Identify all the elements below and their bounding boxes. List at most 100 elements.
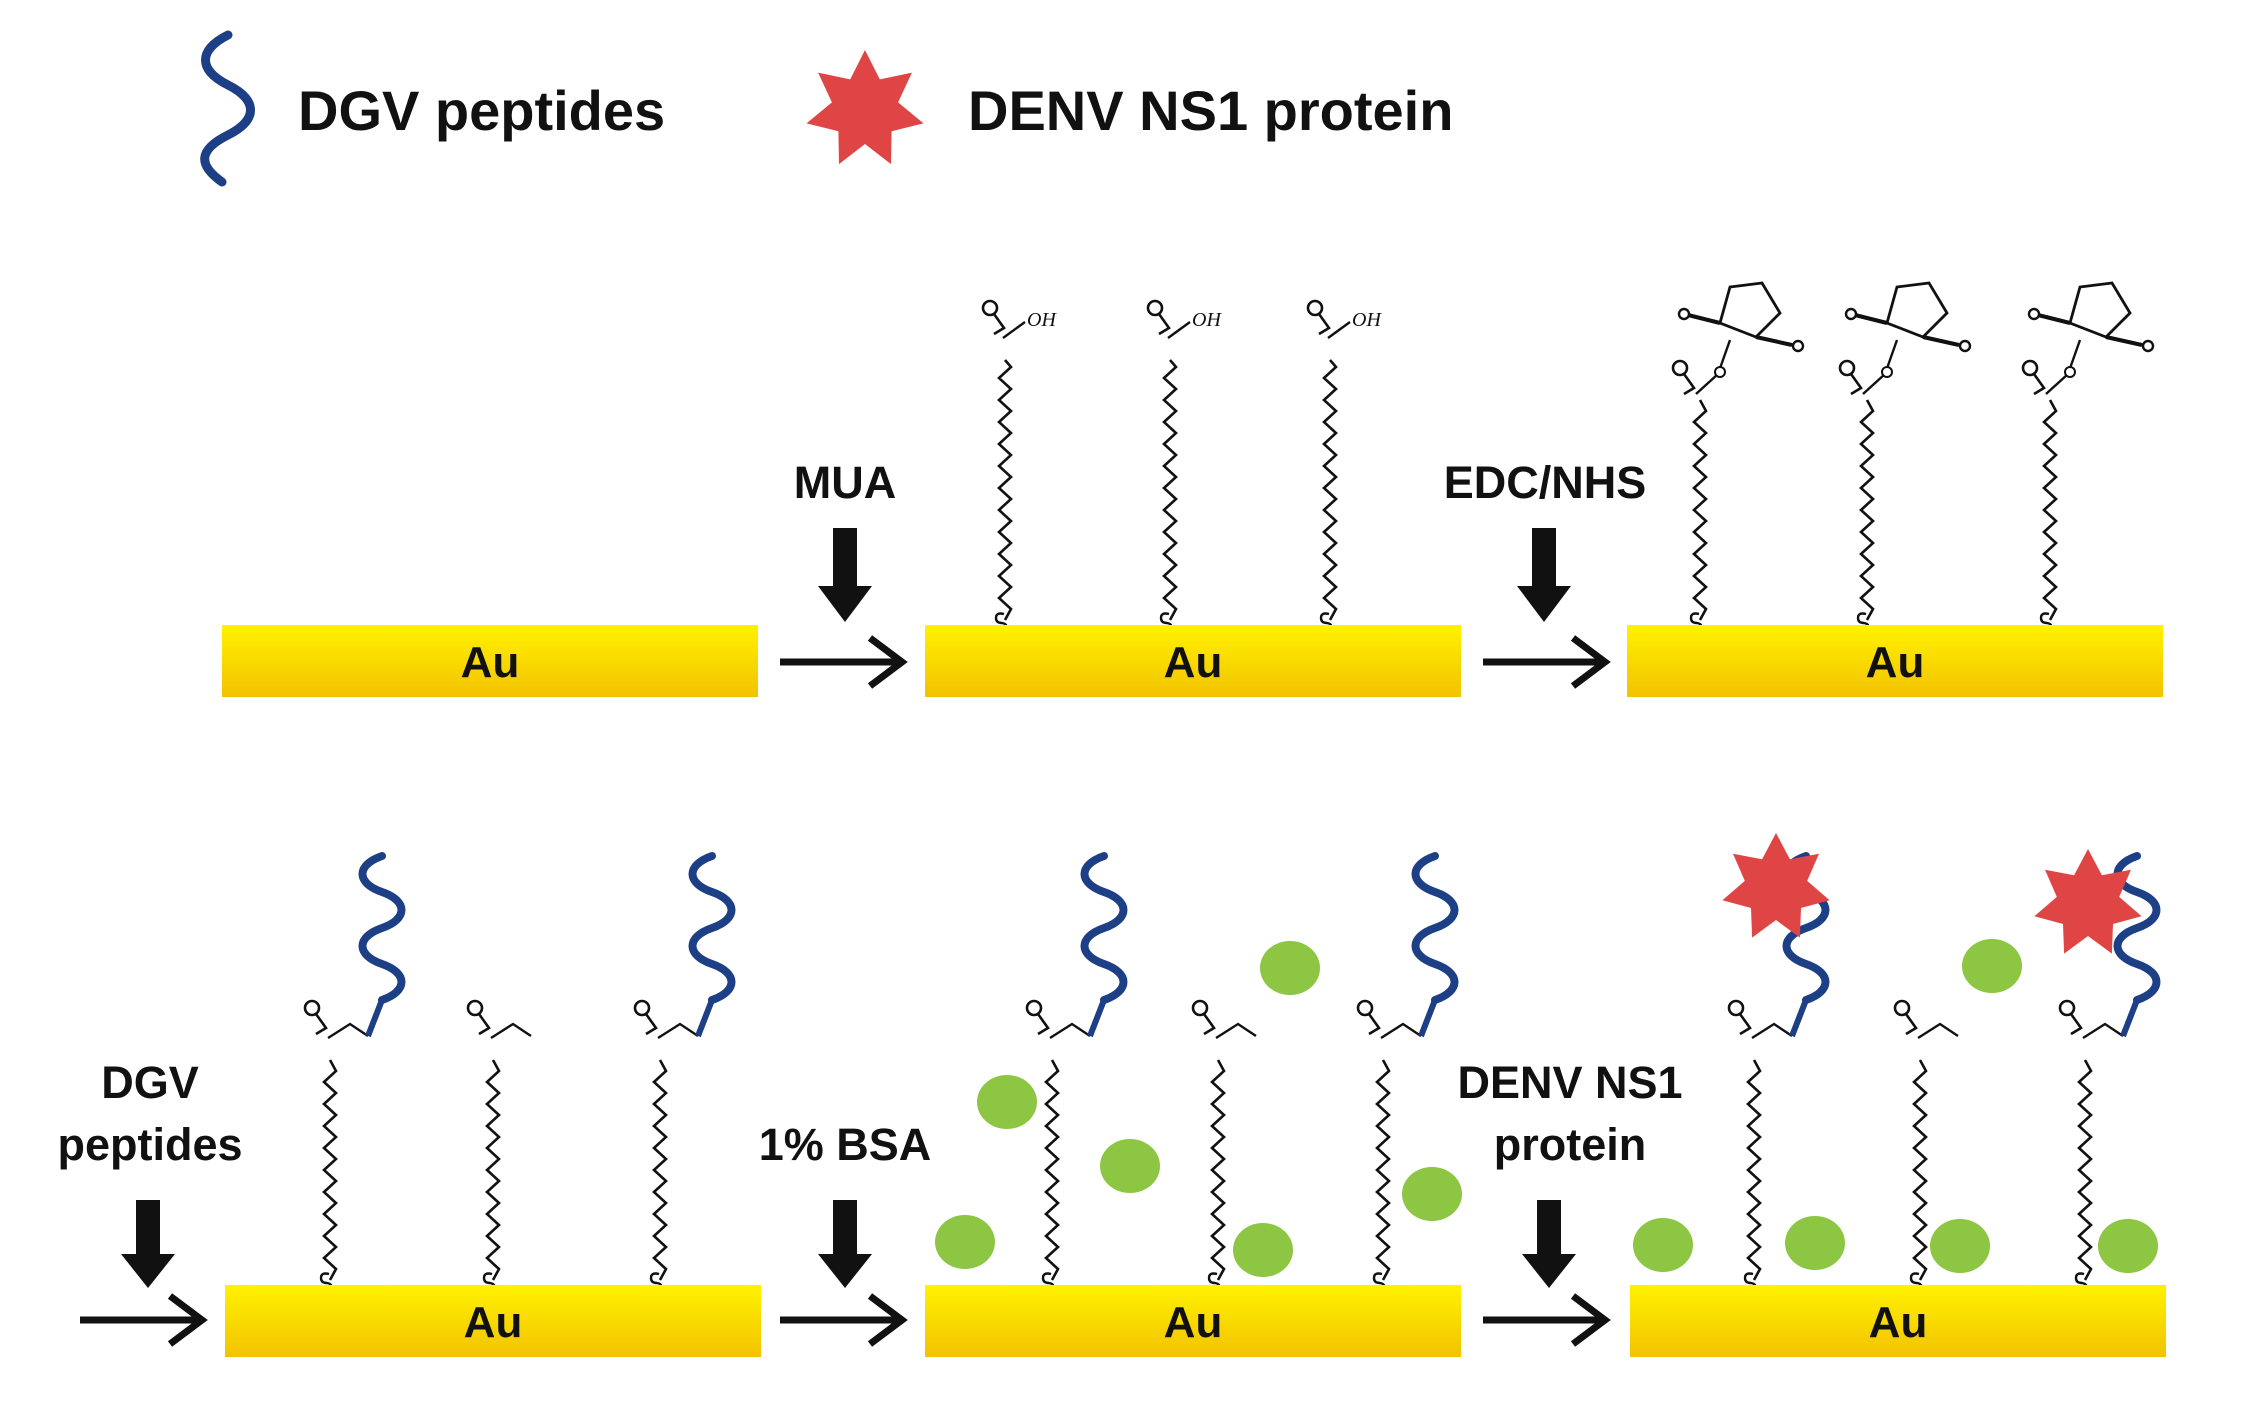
alkyl-chain: [1210, 1059, 1226, 1281]
ester-oxygen: [2064, 366, 2076, 378]
right-arrow-icon: [780, 635, 908, 689]
carbon-atom: [1682, 373, 1696, 396]
au-label: Au: [1869, 1298, 1928, 1347]
amide-bond: [1215, 1022, 1257, 1040]
imide-carbonyl: [1854, 313, 1888, 325]
imide-carbonyl: [2105, 335, 2143, 347]
bsa-blocker: [1962, 939, 2022, 993]
carbon-atom: [992, 313, 1006, 336]
carbonyl-oxygen: [981, 299, 999, 317]
step-denv-ns1: DENV NS1 protein: [1457, 1057, 1683, 1347]
carbonyl-oxygen: [2021, 359, 2039, 377]
amide-bond: [327, 1022, 369, 1040]
carbon-atom: [1849, 373, 1863, 396]
down-arrow-icon: [818, 528, 872, 622]
carbonyl-oxygen: [466, 999, 484, 1017]
alkyl-chain: [1162, 359, 1178, 621]
right-arrow-icon: [80, 1293, 208, 1347]
down-arrow-icon: [1522, 1200, 1576, 1288]
ester-bond: [1695, 339, 1732, 395]
amide-bond: [490, 1022, 532, 1040]
succinimide-ring: [1718, 281, 1782, 339]
ns1-protein-star: [1722, 833, 1830, 938]
alkyl-chain: [1044, 1059, 1060, 1281]
protein-legend-icon: [806, 50, 924, 165]
carbon-atom: [1367, 1013, 1381, 1036]
carbon-atom: [314, 1013, 328, 1036]
imide-oxygen: [1958, 339, 1972, 353]
alkyl-chain: [2042, 399, 2058, 621]
alkyl-chain: [485, 1059, 501, 1281]
bsa-blocker: [1633, 1218, 1693, 1272]
hydroxyl-label: OH: [1352, 309, 1382, 331]
peptide-link: [1418, 998, 1438, 1038]
step-label-dgv-line2: peptides: [57, 1119, 242, 1170]
amide-bond: [2082, 1022, 2124, 1040]
right-arrow-icon: [1483, 1293, 1611, 1347]
bsa-blocker: [1785, 1216, 1845, 1270]
legend-protein-label: DENV NS1 protein: [968, 79, 1453, 142]
ns1-protein-star: [2034, 849, 2142, 954]
carbon-atom: [1904, 1013, 1918, 1036]
bsa-blocker: [1233, 1223, 1293, 1277]
peptide-link: [695, 998, 715, 1038]
step-label-edc-nhs: EDC/NHS: [1444, 457, 1647, 508]
ester-oxygen: [1714, 366, 1726, 378]
au-label: Au: [1164, 1298, 1223, 1347]
row-2: DGV peptides Au 1% BSA: [57, 833, 2166, 1357]
alkyl-chain: [1692, 399, 1708, 621]
carbonyl-oxygen: [633, 999, 651, 1017]
imide-oxygen: [1844, 307, 1858, 321]
down-arrow-icon: [818, 1200, 872, 1288]
dgv-peptide: [1080, 852, 1128, 1004]
panel-nhs: Au: [1627, 281, 2163, 697]
captured-protein-monolayer: [1633, 833, 2161, 1293]
peptide-link: [1087, 998, 1107, 1038]
right-arrow-icon: [780, 1293, 908, 1347]
carbon-atom: [477, 1013, 491, 1036]
dgv-peptide: [688, 852, 736, 1004]
imide-carbonyl: [1922, 335, 1960, 347]
alkyl-chain: [997, 359, 1013, 621]
step-label-mua: MUA: [794, 457, 896, 508]
succinimide-ring: [1885, 281, 1949, 339]
ester-bond: [1862, 339, 1899, 395]
amide-bond: [1917, 1022, 1959, 1040]
alkyl-chain: [1746, 1059, 1762, 1281]
carbon-atom: [2032, 373, 2046, 396]
hydroxyl-bond: [1167, 321, 1191, 339]
step-label-ns1-line1: DENV NS1: [1457, 1057, 1682, 1108]
imide-oxygen: [1677, 307, 1691, 321]
dgv-peptide: [1411, 852, 1459, 1004]
nhs-ester-monolayer: [1671, 281, 2155, 633]
legend-peptide-label: DGV peptides: [298, 79, 665, 142]
blocked-monolayer: [935, 852, 1462, 1293]
panel-ns1: Au: [1630, 833, 2166, 1357]
legend: DGV peptides DENV NS1 protein: [200, 30, 1453, 187]
alkyl-chain: [652, 1059, 668, 1281]
step-bsa: 1% BSA: [759, 1119, 932, 1347]
peptide-link: [365, 998, 385, 1038]
carbonyl-oxygen: [303, 999, 321, 1017]
carbonyl-oxygen: [1146, 299, 1164, 317]
bsa-blocker: [1930, 1219, 1990, 1273]
gold-substrate: [925, 1285, 1461, 1357]
au-label: Au: [1866, 638, 1925, 687]
carbonyl-oxygen: [1025, 999, 1043, 1017]
gold-substrate: [1630, 1285, 2166, 1357]
succinimide-ring: [2068, 281, 2132, 339]
carbon-atom: [1036, 1013, 1050, 1036]
gold-substrate: [925, 625, 1461, 697]
amide-bond: [1380, 1022, 1422, 1040]
carbonyl-oxygen: [1191, 999, 1209, 1017]
hydroxyl-bond: [1327, 321, 1351, 339]
step-label-bsa: 1% BSA: [759, 1119, 932, 1170]
step-edc-nhs: EDC/NHS: [1444, 457, 1647, 689]
alkyl-chain: [1859, 399, 1875, 621]
carbonyl-oxygen: [2058, 999, 2076, 1017]
panel-peptide: Au: [225, 852, 761, 1357]
